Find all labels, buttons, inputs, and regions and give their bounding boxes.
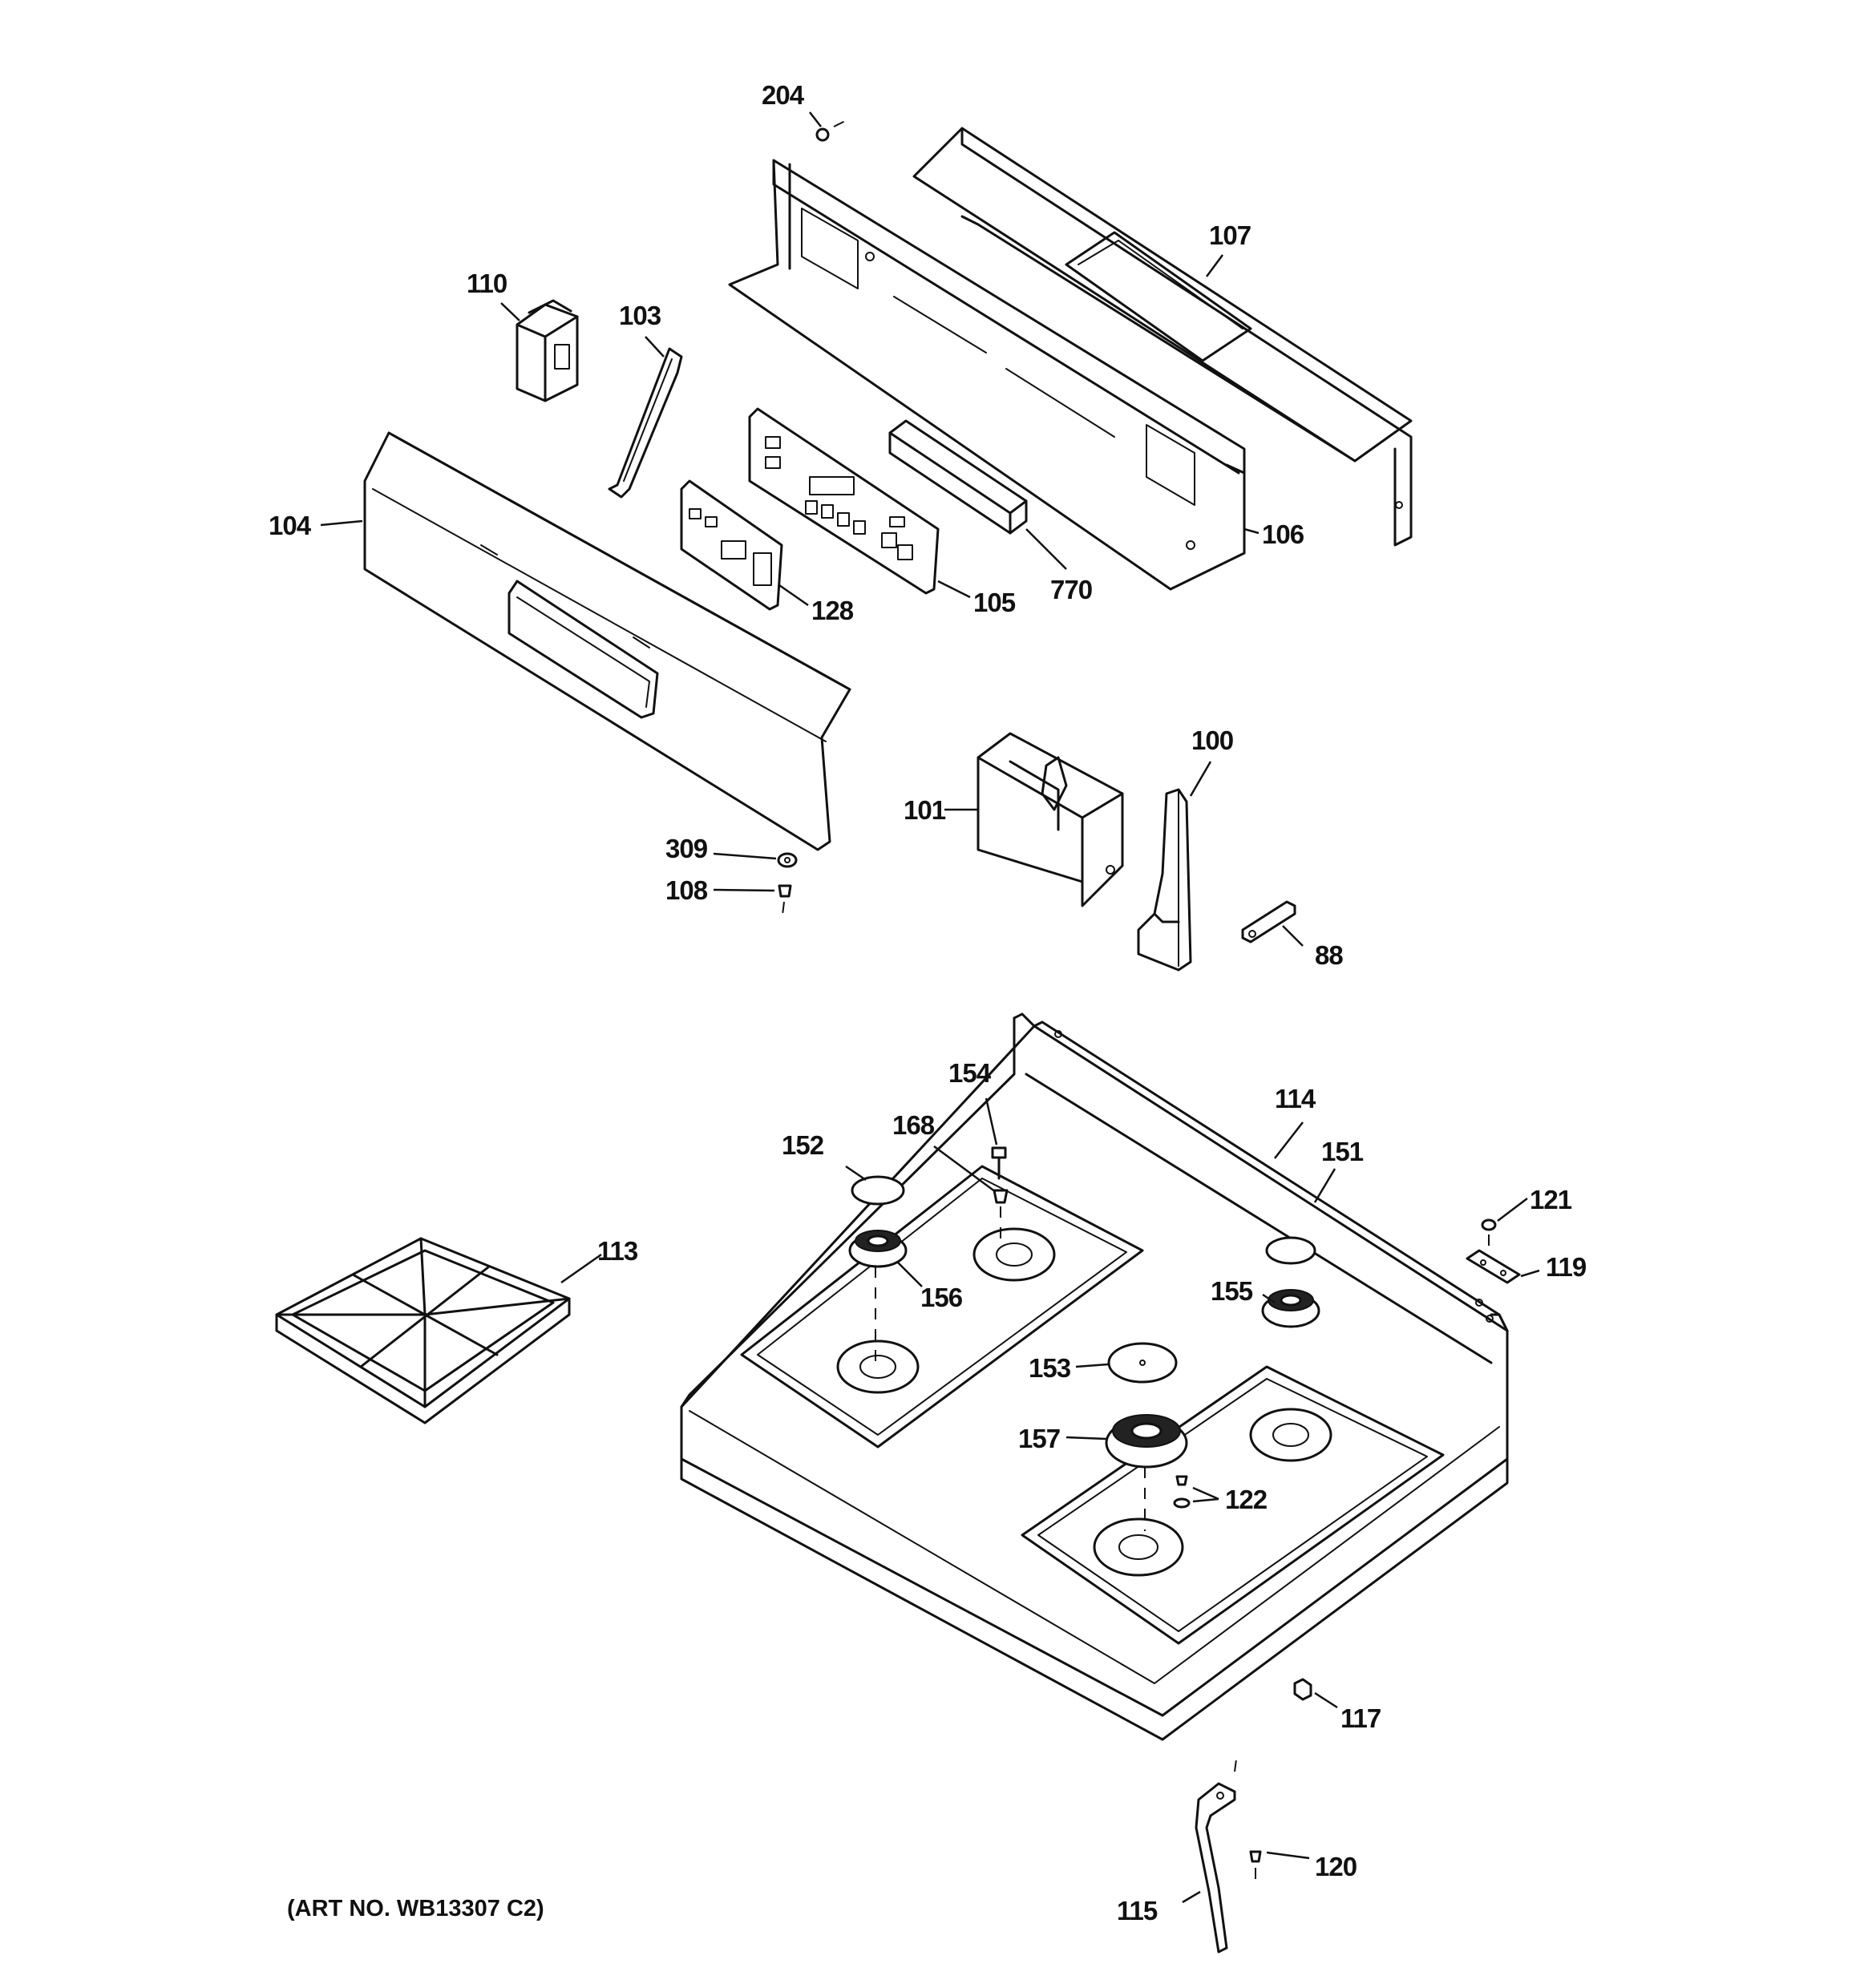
- callout-155: 155: [1211, 1276, 1253, 1306]
- part-156-burner-head: [848, 1230, 908, 1363]
- part-151-burner-cap: [1265, 1236, 1316, 1265]
- part-103-bracket: [608, 347, 683, 499]
- part-115-rod: [1195, 1759, 1237, 1954]
- part-107-trim-cover: [912, 127, 1413, 547]
- callout-204: 204: [762, 80, 805, 110]
- part-120-screw: [1249, 1850, 1262, 1888]
- callout-labels: 204 107 110 103 104 106 128 105 770 100 …: [269, 80, 1587, 1925]
- callout-106: 106: [1262, 519, 1304, 549]
- callout-103: 103: [619, 301, 661, 330]
- part-105-control-board: [748, 407, 940, 595]
- callout-156: 156: [920, 1283, 963, 1312]
- part-114-cooktop: [680, 1012, 1509, 1741]
- part-119-bracket: [1466, 1249, 1521, 1284]
- part-204-screw: [815, 118, 851, 142]
- callout-152: 152: [782, 1130, 824, 1160]
- callout-88: 88: [1315, 940, 1343, 970]
- part-157-burner-head: [1105, 1414, 1188, 1531]
- part-154-electrode: [991, 1146, 1007, 1180]
- part-101-bracket-box: [976, 732, 1124, 907]
- callout-108: 108: [665, 875, 708, 905]
- callout-119: 119: [1546, 1252, 1587, 1282]
- part-155-burner-head: [1261, 1289, 1320, 1328]
- callout-128: 128: [811, 596, 854, 625]
- part-122-screws: [1173, 1475, 1191, 1509]
- callout-114: 114: [1275, 1084, 1316, 1113]
- callout-104: 104: [269, 511, 312, 540]
- part-168-spark-electrode: [993, 1189, 1009, 1238]
- part-770-harness-cover: [888, 419, 1028, 535]
- callout-110: 110: [467, 269, 507, 298]
- callout-154: 154: [948, 1058, 992, 1088]
- part-108-screw: [778, 884, 792, 923]
- callout-121: 121: [1530, 1185, 1572, 1214]
- callout-153: 153: [1029, 1353, 1071, 1383]
- callout-122: 122: [1225, 1485, 1268, 1514]
- callout-168: 168: [892, 1110, 935, 1140]
- part-88-clip: [1241, 900, 1296, 943]
- callout-100: 100: [1191, 725, 1233, 755]
- leader-lines: [320, 111, 1540, 1904]
- callout-309: 309: [665, 834, 708, 863]
- callout-115: 115: [1117, 1896, 1158, 1925]
- part-104-control-panel: [363, 431, 851, 851]
- callout-157: 157: [1018, 1424, 1060, 1453]
- part-309-washer: [777, 852, 798, 868]
- callout-101: 101: [904, 795, 946, 825]
- part-110-relay-module: [516, 299, 579, 402]
- part-117-nut: [1293, 1678, 1312, 1701]
- part-113-burner-grate: [275, 1237, 571, 1424]
- callout-107: 107: [1209, 220, 1251, 250]
- part-153-burner-cap: [1107, 1342, 1178, 1384]
- part-128-keypad-overlay: [680, 479, 783, 611]
- callout-151: 151: [1321, 1137, 1364, 1166]
- callout-113: 113: [597, 1236, 638, 1266]
- art-number: (ART NO. WB13307 C2): [287, 1896, 544, 1921]
- callout-105: 105: [973, 588, 1016, 617]
- callout-120: 120: [1315, 1852, 1357, 1881]
- part-152-burner-cap: [851, 1175, 905, 1206]
- part-106-backsplash-panel: [728, 159, 1246, 591]
- callout-770: 770: [1050, 575, 1092, 604]
- part-100-side-trim: [1137, 788, 1192, 972]
- callout-117: 117: [1340, 1703, 1381, 1733]
